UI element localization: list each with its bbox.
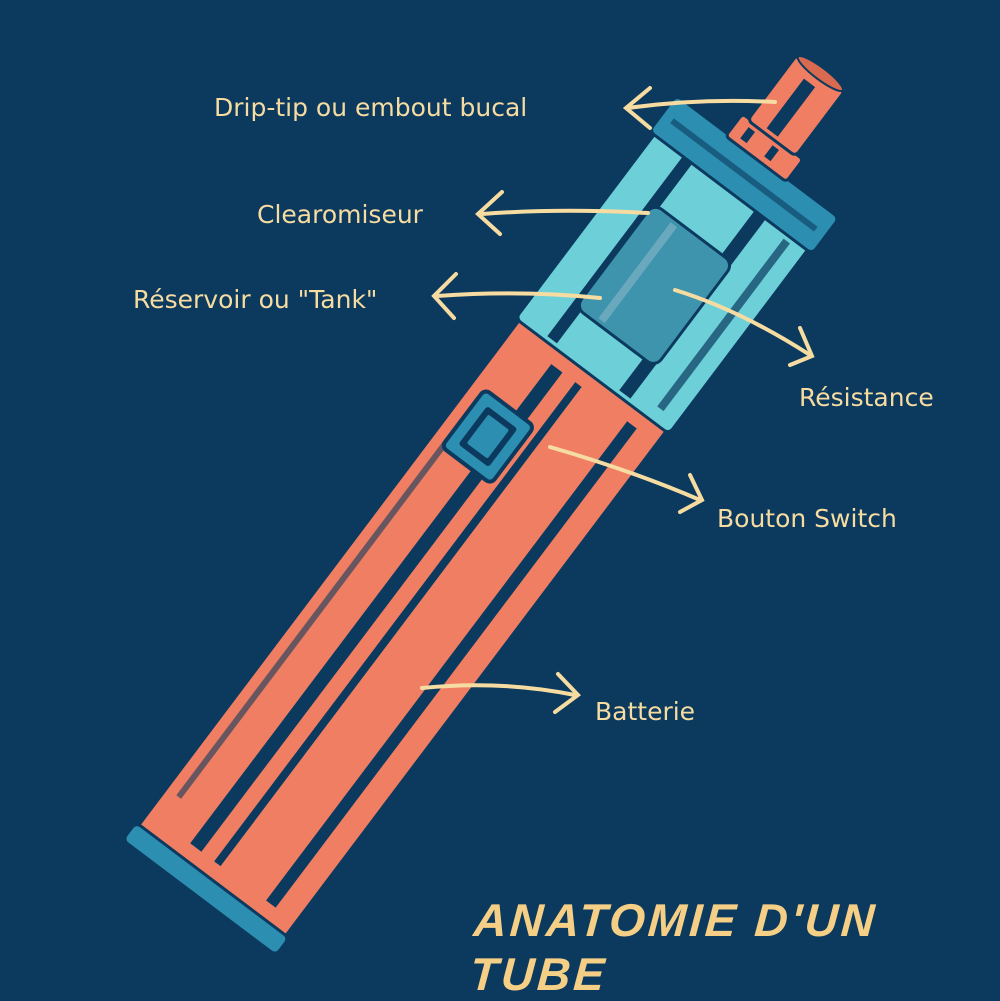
page-title: ANATOMIE D'UN TUBE <box>468 894 880 1000</box>
label-clearomiseur: Clearomiseur <box>257 200 423 229</box>
arrow-drip-tip <box>622 86 777 130</box>
battery <box>123 317 668 955</box>
arrow-reservoir <box>431 272 602 320</box>
arrow-resistance <box>673 288 815 367</box>
switch-button <box>441 389 534 484</box>
label-drip-tip: Drip-tip ou embout bucal <box>214 93 528 122</box>
label-batterie: Batterie <box>595 697 696 726</box>
label-resistance: Résistance <box>799 383 934 412</box>
drip-tip <box>725 54 845 182</box>
arrow-bouton <box>548 445 705 514</box>
label-reservoir: Réservoir ou "Tank" <box>133 285 378 314</box>
label-bouton-switch: Bouton Switch <box>717 504 897 533</box>
reservoir-window <box>577 205 732 365</box>
arrow-batterie <box>420 672 582 714</box>
arrow-clearomiseur <box>475 190 650 236</box>
